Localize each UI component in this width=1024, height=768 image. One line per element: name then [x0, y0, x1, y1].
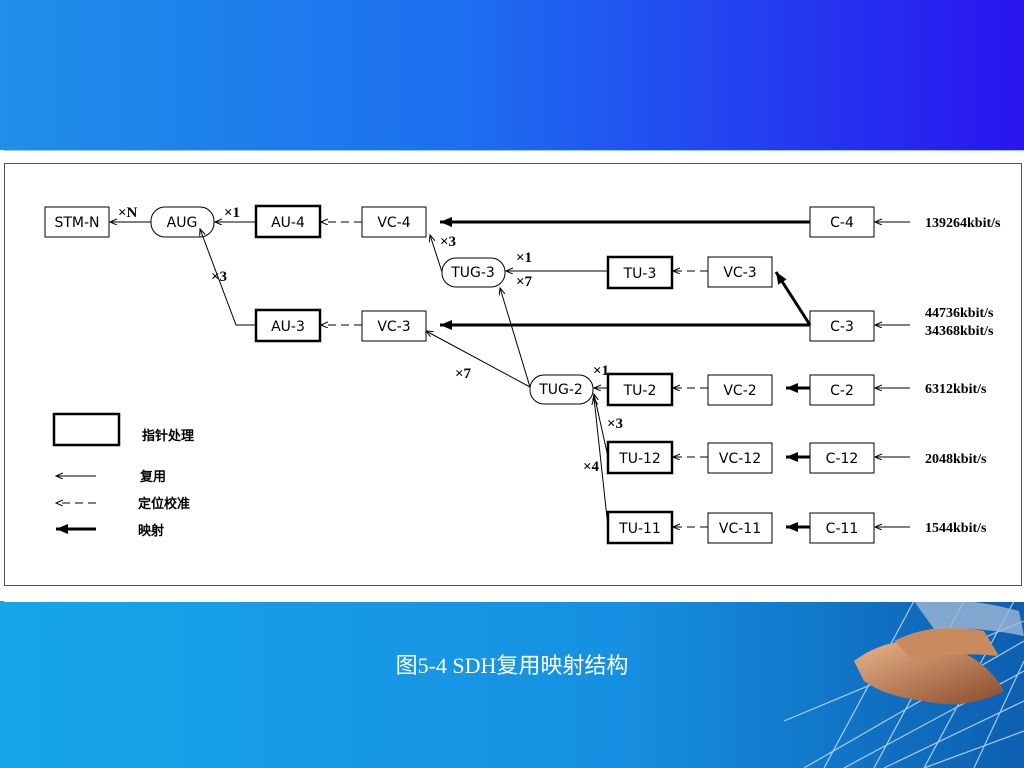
- stm-n-label: STM-N: [54, 215, 99, 231]
- legend-pointer-box: [52, 412, 121, 447]
- tu12-label: TU-12: [618, 451, 661, 467]
- vc11-box: [707, 512, 773, 544]
- mapping-arrows: [440, 217, 812, 532]
- vc12-box: [707, 442, 773, 474]
- c3-box: [809, 310, 875, 342]
- c12-label: C-12: [826, 451, 859, 467]
- vc2-label: VC-2: [723, 383, 756, 399]
- mult-x1-tug3: ×1: [516, 250, 532, 266]
- tug2-label: TUG-2: [538, 382, 583, 398]
- vc12-label: VC-12: [719, 451, 761, 467]
- c3-label: C-3: [830, 319, 854, 335]
- vc3-right-box: [707, 256, 773, 288]
- mult-x1-aug: ×1: [224, 205, 240, 221]
- au4-label: AU-4: [271, 215, 305, 231]
- tug3-label: TUG-3: [450, 265, 495, 281]
- figure-caption: 图5-4 SDH复用映射结构: [395, 653, 629, 678]
- mult-x7-tug3: ×7: [516, 274, 533, 290]
- legend-pointer-label: 指针处理: [142, 428, 194, 444]
- mult-x3-aug: ×3: [211, 269, 227, 285]
- hand-keyboard-decoration: [784, 601, 1024, 768]
- c2-box: [809, 374, 875, 406]
- header-background: [0, 0, 1024, 150]
- tu11-box: [606, 510, 674, 545]
- rate-139264: 139264kbit/s: [925, 216, 1001, 231]
- mult-x7-au3: ×7: [455, 366, 472, 382]
- vc3-right-label: VC-3: [723, 265, 756, 281]
- alignment-arrows: [321, 222, 708, 527]
- mult-x4-tug2: ×4: [583, 459, 600, 475]
- c2-label: C-2: [830, 383, 854, 399]
- c4-box: [809, 206, 875, 238]
- rate-44736: 44736kbit/s: [925, 306, 994, 321]
- tu11-label: TU-11: [618, 521, 661, 537]
- au3-label: AU-3: [271, 319, 305, 335]
- mult-xN: ×N: [118, 205, 138, 221]
- multiplex-arrows: [110, 222, 910, 527]
- rate-6312: 6312kbit/s: [925, 382, 987, 397]
- legend-multiplex-label: 复用: [139, 469, 166, 485]
- c11-label: C-11: [826, 521, 859, 537]
- mult-x3-tug2: ×3: [607, 416, 623, 432]
- stm-n-box: [44, 206, 110, 238]
- mult-x1-tug2: ×1: [593, 363, 609, 379]
- legend-mapping-label: 映射: [138, 523, 164, 539]
- legend-align-label: 定位校准: [137, 496, 190, 512]
- mult-x3-vc4: ×3: [440, 234, 456, 250]
- legend: 指针处理 复用 定位校准 映射: [52, 412, 194, 539]
- aug-label: AUG: [167, 215, 198, 231]
- diagram-frame: [4, 163, 1022, 586]
- tu2-label: TU-2: [623, 383, 657, 399]
- vc3-left-box: [361, 310, 427, 342]
- vc3-left-label: VC-3: [377, 319, 410, 335]
- c4-label: C-4: [830, 215, 854, 231]
- vc2-box: [707, 374, 773, 406]
- vc11-label: VC-11: [719, 521, 761, 537]
- rate-1544: 1544kbit/s: [925, 521, 987, 536]
- rate-2048: 2048kbit/s: [925, 452, 987, 467]
- vc4-label: VC-4: [377, 215, 410, 231]
- tu3-label: TU-3: [623, 266, 657, 282]
- rate-34368: 34368kbit/s: [925, 324, 994, 339]
